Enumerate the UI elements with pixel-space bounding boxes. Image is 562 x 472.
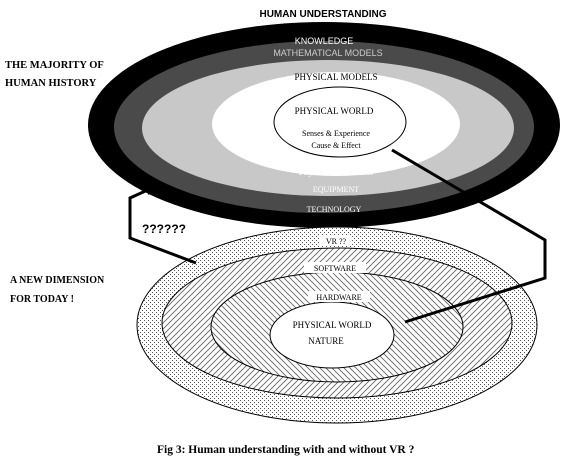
nature-label: NATURE: [308, 336, 344, 346]
top-core-ellipse: [273, 86, 407, 158]
left-arrow-line: [128, 185, 197, 265]
bottom-core-ellipse: [269, 301, 395, 369]
hardware-label-bg: [308, 291, 370, 302]
software-label: SOFTWARE: [314, 264, 356, 273]
equipment-label: EQUIPMENT: [313, 185, 359, 194]
vr-label-bg: [320, 236, 352, 246]
vr-label: VR ??: [326, 237, 347, 246]
mathematical-models-label: MATHEMATICAL MODELS: [273, 48, 382, 58]
diagram-title: HUMAN UNDERSTANDING: [259, 9, 386, 20]
physical-limitations-label: Physical Limitations: [299, 167, 374, 177]
today-label-line2: FOR TODAY !: [10, 294, 74, 305]
figure-caption: Fig 3: Human understanding with and with…: [157, 444, 415, 456]
hardware-label: HARDWARE: [316, 293, 361, 302]
bottom-physical-world-label: PHYSICAL WORLD: [293, 320, 372, 330]
question-marks: ??????: [142, 222, 186, 236]
today-label-line1: A NEW DIMENSION: [10, 275, 105, 286]
technology-label: TECHNOLOGY: [307, 205, 362, 214]
knowledge-label: KNOWLEDGE: [295, 36, 354, 46]
bottom-concentric-diagram: VR ?? SOFTWARE HARDWARE PHYSICAL WORLD N…: [136, 226, 538, 424]
cause-effect-label: Cause & Effect: [311, 141, 361, 150]
right-connector-line: [391, 148, 547, 324]
top-concentric-diagram: KNOWLEDGE MATHEMATICAL MODELS PHYSICAL M…: [88, 22, 560, 228]
history-label-line1: THE MAJORITY OF: [5, 60, 104, 71]
physical-models-label: PHYSICAL MODELS: [295, 72, 378, 82]
software-label-bg: [304, 262, 366, 273]
history-label-line2: HUMAN HISTORY: [5, 78, 97, 89]
senses-experience-label: Senses & Experience: [302, 129, 370, 138]
top-physical-world-label: PHYSICAL WORLD: [295, 106, 374, 116]
